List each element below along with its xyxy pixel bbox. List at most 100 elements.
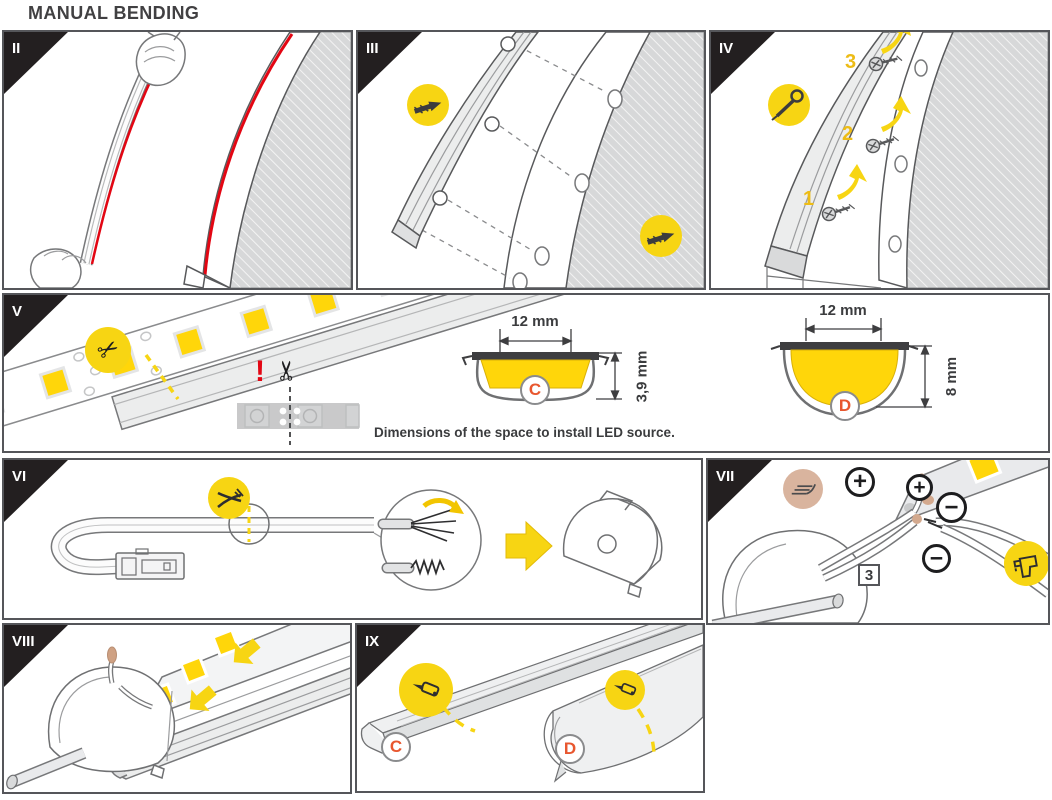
insert-arrow-2 bbox=[233, 638, 261, 665]
panel-numeral: IV bbox=[719, 40, 734, 57]
dim-label-c-height: 3,9 mm bbox=[633, 350, 651, 402]
wire-up bbox=[107, 646, 153, 710]
dim-12mm-d bbox=[804, 318, 883, 341]
bend-profile-art bbox=[29, 32, 351, 288]
cut-dash-d bbox=[636, 708, 656, 758]
aluminium-rail bbox=[111, 295, 659, 431]
bent-profile-on-wall bbox=[202, 32, 321, 288]
panel-numeral: VII bbox=[716, 468, 735, 485]
panel-numeral: V bbox=[12, 303, 23, 320]
led-chip bbox=[965, 460, 1003, 484]
cut-line-dashed bbox=[144, 353, 180, 401]
cover-d-label: D bbox=[555, 734, 585, 764]
screwdriver-badge bbox=[768, 84, 810, 126]
strip-red-edge bbox=[90, 56, 164, 265]
stripped-wire-top bbox=[377, 509, 457, 542]
panel-numeral: III bbox=[366, 40, 379, 57]
dim-12mm-c bbox=[498, 329, 573, 355]
glue-gun-icon bbox=[1013, 554, 1038, 579]
wire-count-box: 3 bbox=[858, 564, 880, 586]
soldering-iron-icon bbox=[791, 483, 816, 495]
dimensions-caption: Dimensions of the space to install LED s… bbox=[374, 425, 675, 440]
insert-strip-art bbox=[6, 625, 350, 790]
led-strip-red-line bbox=[203, 33, 294, 276]
cut-scissors-icon: ✂ bbox=[271, 359, 302, 382]
polarity-plus-2: + bbox=[906, 474, 933, 501]
dim-label-d-width: 12 mm bbox=[819, 302, 867, 319]
screw-2 bbox=[865, 135, 900, 154]
screw-step-1: 1 bbox=[803, 188, 815, 210]
drill-badge-1 bbox=[407, 84, 449, 126]
cut-strip-art bbox=[4, 295, 932, 445]
panel-step-4-screw-profile: 1 2 3 IV bbox=[709, 30, 1050, 290]
end-cap bbox=[562, 490, 663, 598]
wall-holes bbox=[512, 89, 623, 288]
dim-8mm-d bbox=[876, 344, 932, 409]
solder-pads bbox=[73, 331, 163, 397]
scissors-icon: ✂ bbox=[91, 332, 125, 368]
dim-label-c-width: 12 mm bbox=[511, 313, 559, 330]
panel-step-8-insert-strip: VIII bbox=[2, 623, 352, 794]
screw-step-2: 2 bbox=[842, 123, 854, 145]
cut-dash-c bbox=[441, 705, 476, 733]
dim-39mm-c bbox=[596, 351, 622, 401]
knife-icon bbox=[412, 681, 440, 697]
panel-numeral: IX bbox=[365, 633, 380, 650]
knife-badge-d bbox=[605, 670, 645, 710]
insert-arrow bbox=[505, 520, 553, 572]
wire-cutters-badge bbox=[208, 477, 250, 519]
polarity-plus-1: + bbox=[845, 467, 875, 497]
panel-step-2-bend-profile: II bbox=[2, 30, 353, 290]
cap-tube bbox=[6, 747, 87, 790]
glue-gun-badge bbox=[1004, 541, 1048, 586]
panel-step-5-cut-strip-dimensions: ✂ ! ✂ 12 mm 3,9 mm 12 mm 8 mm C D Dimens… bbox=[2, 293, 1050, 453]
screw-3 bbox=[868, 55, 903, 72]
insert-arrow-1 bbox=[189, 685, 217, 712]
page-title: MANUAL BENDING bbox=[28, 3, 200, 23]
lower-hand bbox=[29, 248, 82, 288]
cover-c-flat bbox=[360, 625, 703, 760]
soldering-iron-badge bbox=[783, 469, 823, 509]
panel-step-3-drill-holes: III bbox=[356, 30, 706, 290]
upper-hand bbox=[135, 33, 186, 87]
screw-profile-art bbox=[764, 32, 1048, 288]
profile-end-section bbox=[391, 218, 421, 250]
end-cap bbox=[47, 666, 176, 779]
screw-arrow-2 bbox=[881, 96, 911, 132]
knife-badge-c bbox=[399, 663, 453, 717]
screw-arrow-1 bbox=[837, 164, 867, 200]
polarity-minus-2: − bbox=[922, 544, 951, 573]
drill-holes-art bbox=[391, 32, 704, 288]
cut-detail bbox=[237, 387, 360, 445]
leader-dashes bbox=[421, 45, 607, 279]
panel-step-6-cut-wires-endcap: VI bbox=[2, 458, 703, 620]
scissors-badge: ✂ bbox=[85, 327, 131, 373]
wire-detail-circle bbox=[380, 489, 482, 591]
panel-numeral: VI bbox=[12, 468, 27, 485]
screw-arrow-3 bbox=[881, 32, 911, 54]
panel-numeral: VIII bbox=[12, 633, 35, 650]
panel-step-9-cut-covers: C D IX bbox=[355, 623, 705, 793]
screw-step-3: 3 bbox=[845, 51, 857, 73]
coiled-wire-bottom bbox=[381, 558, 445, 576]
bent-profile bbox=[397, 32, 539, 238]
cut-covers-art bbox=[360, 625, 703, 783]
polarity-minus-1: − bbox=[936, 492, 967, 523]
cut-point-pads bbox=[279, 407, 301, 426]
wall-holes bbox=[888, 59, 928, 253]
drill-bit-icon bbox=[413, 101, 442, 114]
drill-bit-icon bbox=[646, 232, 675, 245]
screw-1 bbox=[821, 203, 856, 222]
profile-c-label: C bbox=[520, 375, 550, 405]
led-strip-diagonal bbox=[4, 295, 659, 441]
twist-arrow bbox=[422, 498, 464, 514]
cap-tube bbox=[711, 593, 844, 623]
dim-label-d-height: 8 mm bbox=[943, 356, 961, 396]
cut-wires-art bbox=[50, 489, 663, 598]
drill-badge-2 bbox=[640, 215, 682, 257]
profile-holes bbox=[432, 36, 516, 206]
solder-art bbox=[711, 460, 1048, 623]
wire-cutters-icon bbox=[217, 488, 244, 508]
panel-step-7-solder-wires: + + − − 3 VII bbox=[706, 458, 1050, 625]
